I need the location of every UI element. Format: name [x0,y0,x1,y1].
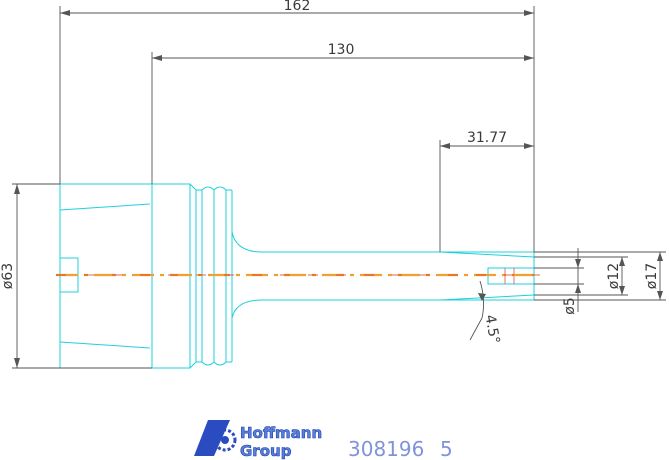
dimension-d63: ø63 [0,183,152,369]
dimension-angle: 4.5° [469,280,503,346]
dimension-d63-text: ø63 [0,263,16,289]
dimension-130: 130 [151,42,534,184]
dimension-angle-text: 4.5° [482,314,503,346]
neck-top [231,231,440,253]
dimension-right-diameters: ø17 ø12 ø5 [534,248,666,315]
dimension-162: 162 [59,0,535,252]
collet-taper-top [59,203,151,211]
logo-triangle-icon [194,420,230,456]
logo-line2: Group [240,442,292,460]
dimension-31-77: 31.77 [439,130,534,252]
part-number: 308196 [348,437,424,460]
groove [196,189,203,363]
dimension-162-text: 162 [284,0,311,14]
dimension-d17-text: ø17 [644,263,660,289]
revision: 5 [440,437,453,460]
dimension-d12-text: ø12 [606,263,622,289]
dimension-130-text: 130 [328,42,355,58]
collet-taper-bottom [59,341,151,349]
logo-line1: Hoffmann [240,424,322,442]
hoffmann-logo: Hoffmann Group [194,420,322,460]
neck-bottom [231,299,440,319]
dimension-31-77-text: 31.77 [467,130,507,146]
logo-gear-icon [213,428,237,452]
dimension-d5-text: ø5 [562,297,578,314]
